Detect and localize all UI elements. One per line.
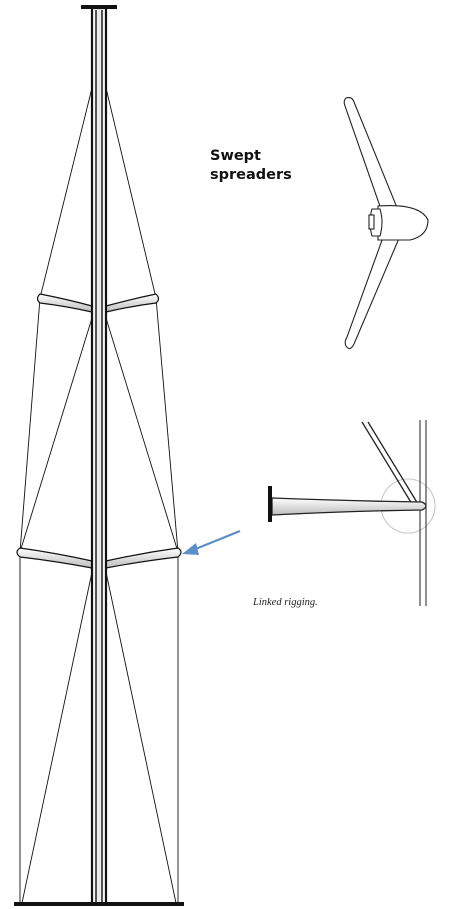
linked-rigging-detail (268, 420, 436, 606)
upper-spreader-left (36, 293, 93, 313)
upper-spreader-right (105, 293, 160, 313)
linked-rigging-caption: Linked rigging. (253, 597, 318, 608)
mast-tube (90, 6, 108, 906)
lower-spreader-left (16, 547, 93, 569)
rigging-wires (19, 87, 179, 904)
swept-spreader-plan (343, 96, 429, 350)
masthead (81, 5, 117, 9)
swept-spreaders-label: Swept spreaders (210, 147, 320, 185)
swept-label-line1: Swept (210, 148, 261, 164)
swept-label-line2: spreaders (210, 167, 292, 183)
mast-base (14, 902, 184, 906)
pointer-arrow (182, 529, 241, 555)
lower-spreader-right (105, 547, 182, 569)
mast-elevation (14, 5, 184, 906)
